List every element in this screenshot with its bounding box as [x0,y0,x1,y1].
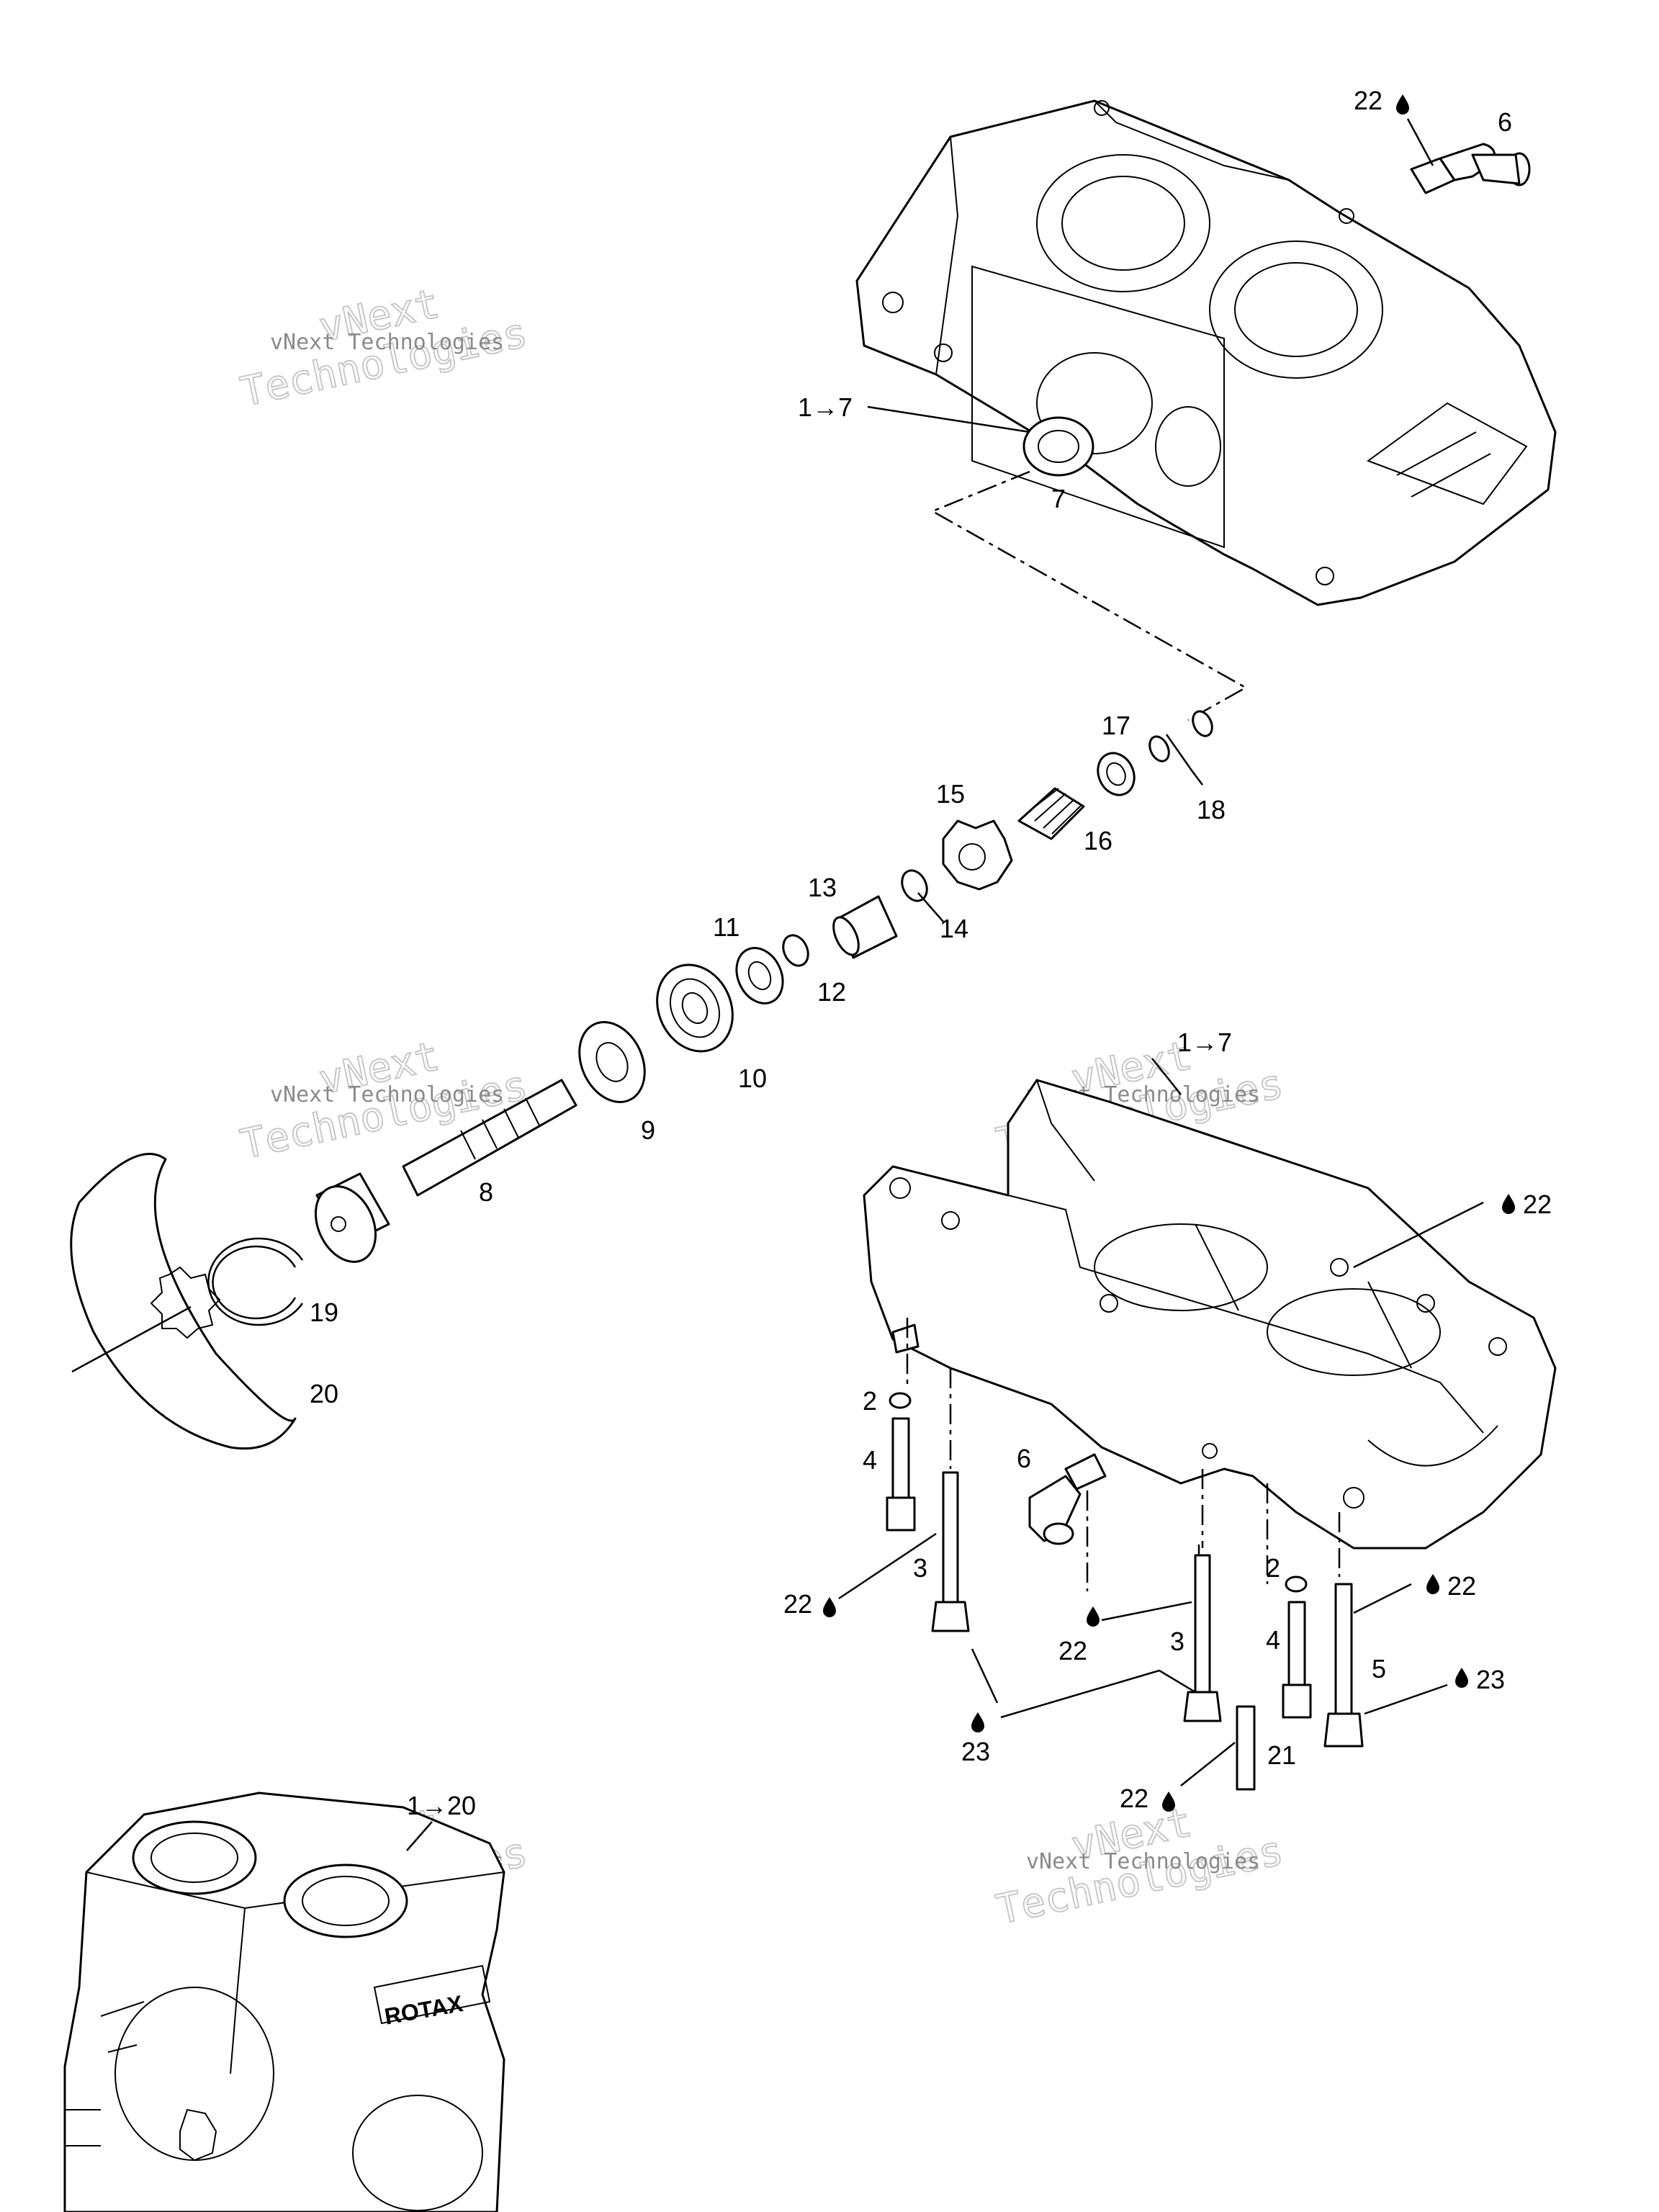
retaining-ring-18 [1148,710,1213,763]
oil-drop-icon [1502,1194,1515,1214]
callout-17: 17 [1102,711,1130,740]
elbow-fitting-6-top [1410,143,1531,194]
callout-22: 22 [1354,86,1382,115]
callout-2: 2 [863,1386,877,1416]
callout-22: 22 [1447,1571,1476,1601]
callout-1-to-7: 1→7 [798,392,853,422]
alignment-lines [906,1318,1341,1591]
watermark-group: vNext Technologies vNext Technologies vN… [236,279,1288,1936]
callout-23: 23 [961,1737,990,1766]
lower-crankcase [863,1079,1557,1550]
callout-13: 13 [808,873,837,902]
sleeve-13 [832,895,898,959]
leader-line-engine [406,1821,433,1851]
stud-21 [1236,1705,1256,1791]
callout-7: 7 [1051,484,1066,513]
bolt-4-left [886,1417,916,1532]
oil-drop-icon [1087,1606,1100,1627]
callout-22: 22 [783,1589,812,1619]
callout-4: 4 [1266,1625,1280,1655]
callout-16: 16 [1084,826,1112,855]
oil-drop-icon [1162,1791,1175,1812]
callout-23: 23 [1476,1665,1505,1694]
callout-22: 22 [1120,1784,1148,1813]
callout-labels: 22 6 1→7 7 17 18 15 16 13 14 11 12 10 9 … [310,86,1552,1820]
callout-4: 4 [863,1445,877,1475]
watermark-company: vNext Technologies [270,330,504,355]
seal-9 [578,1021,646,1103]
callout-14: 14 [940,914,968,943]
washer-2-right [1285,1575,1308,1593]
oil-drop-icon [1396,94,1409,114]
engine-assembly: ROTAX [63,1791,505,2212]
washer-11 [735,947,784,1004]
callout-6: 6 [1017,1444,1031,1473]
drive-gear-15 [942,819,1013,891]
bolt-4-right [1282,1601,1312,1719]
circlip-19 [207,1237,304,1326]
watermark-company: vNext Technologies [1026,1849,1260,1874]
callout-3: 3 [1170,1627,1184,1656]
callout-1-to-7-lower: 1→7 [1177,1028,1232,1057]
oil-drop-icon [1455,1668,1468,1688]
oil-drop-icon [823,1597,836,1617]
assembly-axis-line [930,470,1248,721]
watermark-company: vNext Technologies [270,1082,504,1107]
oil-drop-icon [971,1712,984,1732]
callout-12: 12 [817,977,846,1007]
callout-19: 19 [310,1298,338,1327]
spring-16 [1017,787,1085,840]
callout-8: 8 [479,1177,493,1207]
callout-18: 18 [1197,795,1226,824]
bearing-7 [1022,416,1094,477]
plate-20 [70,1153,297,1450]
callout-10: 10 [738,1064,767,1093]
callout-9: 9 [641,1115,655,1145]
callout-3: 3 [913,1553,927,1583]
callout-11: 11 [713,912,739,942]
callout-22: 22 [1058,1636,1087,1665]
washer-2-left [889,1392,912,1409]
bolt-3-center [1183,1554,1222,1722]
callout-15: 15 [936,779,965,809]
oil-drop-icon [1426,1574,1439,1594]
washer-17 [1097,752,1136,796]
shaft-8 [314,1079,577,1263]
ball-bearing-10 [656,963,734,1053]
callout-20: 20 [310,1379,338,1408]
callout-1-to-20: 1→20 [407,1791,476,1820]
leader-lines [838,118,1484,1786]
ring-14 [901,869,928,902]
callout-22: 22 [1523,1190,1552,1219]
bolt-3-left [931,1471,970,1632]
callout-2: 2 [1266,1553,1280,1583]
ring-12 [782,934,809,967]
elbow-fitting-6-mid [1028,1453,1107,1545]
callout-21: 21 [1267,1740,1296,1770]
callout-5: 5 [1372,1654,1386,1683]
callout-6: 6 [1498,107,1512,137]
bolt-5 [1323,1583,1364,1748]
